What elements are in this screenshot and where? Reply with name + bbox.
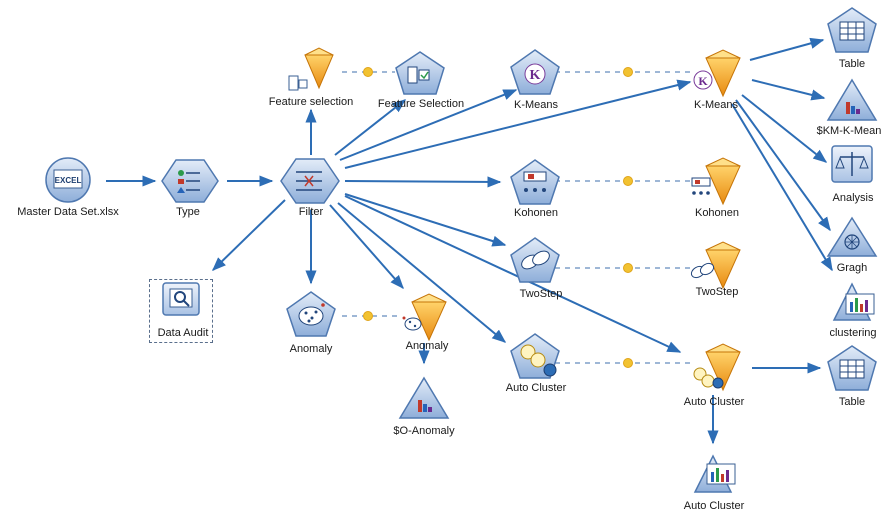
chart-icon[interactable] xyxy=(832,282,875,321)
model-nugget-icon[interactable]: K xyxy=(693,49,741,98)
model-nugget-icon[interactable] xyxy=(691,157,741,206)
type-icon[interactable] xyxy=(161,159,219,203)
kmeans-label: K-Means xyxy=(513,99,559,111)
auto-cluster-model-label: Auto Cluster xyxy=(683,396,745,408)
svg-text:K: K xyxy=(530,68,541,83)
clustering-label: clustering xyxy=(829,327,877,339)
link-dots xyxy=(363,67,633,368)
table-icon[interactable] xyxy=(827,345,877,391)
feature-selection-model-label: Feature selection xyxy=(268,96,354,108)
arrow-filter-to-anomaly-model xyxy=(329,204,404,290)
km-kmean-label: $KM-K-Mean xyxy=(816,125,882,137)
twostep-model-label: TwoStep xyxy=(695,286,739,298)
svg-text:K: K xyxy=(698,74,708,88)
kohonen-icon[interactable] xyxy=(510,159,560,205)
arrow-filter-to-auto-cluster xyxy=(337,202,507,343)
kohonen-label: Kohonen xyxy=(513,207,559,219)
analysis-label: Analysis xyxy=(832,192,874,204)
model-nugget-icon[interactable] xyxy=(689,241,741,290)
model-nugget-icon[interactable] xyxy=(693,343,741,392)
model-nugget-icon[interactable] xyxy=(288,47,334,91)
twostep-icon[interactable] xyxy=(510,237,560,283)
arrow-filter-to-feature-selection xyxy=(334,99,407,156)
auto-cluster-graph-label: Auto Cluster xyxy=(683,500,745,512)
arrow-filter-to-kohonen xyxy=(344,176,502,188)
filter-icon[interactable] xyxy=(280,158,340,204)
data-audit-icon[interactable] xyxy=(162,282,200,316)
feature-selection-icon[interactable] xyxy=(395,51,445,95)
table-bottom-label: Table xyxy=(838,396,866,408)
kmeans-model-label: K-Means xyxy=(693,99,739,111)
connections xyxy=(106,37,833,445)
o-anomaly-label: $O-Anomaly xyxy=(393,425,455,437)
kmeans-icon[interactable]: K xyxy=(510,49,560,95)
filter-label: Filter xyxy=(298,206,324,218)
arrow-kmeans-model-to-clustering xyxy=(731,103,833,272)
auto-cluster-label: Auto Cluster xyxy=(505,382,567,394)
kohonen-model-label: Kohonen xyxy=(694,207,740,219)
graph-icon[interactable] xyxy=(826,216,878,257)
analysis-icon[interactable] xyxy=(831,145,873,183)
excel-source-icon[interactable]: EXCEL xyxy=(45,157,91,203)
arrow-kmeans-model-to-gragh xyxy=(735,99,831,232)
master-data-set-label: Master Data Set.xlsx xyxy=(17,206,119,218)
anomaly-model-label: Anomaly xyxy=(405,340,449,352)
feature-selection-label: Feature Selection xyxy=(377,98,465,110)
arrow-filter-to-kmeans-model xyxy=(344,79,692,169)
arrow-kmeans-model-to-table xyxy=(749,37,825,61)
auto-cluster-icon[interactable] xyxy=(510,333,560,379)
gragh-label: Gragh xyxy=(836,262,868,274)
svg-text:EXCEL: EXCEL xyxy=(55,176,82,185)
arrow-filter-to-twostep xyxy=(344,193,507,247)
arrow-filter-to-data-audit xyxy=(211,199,286,271)
chart-icon[interactable] xyxy=(693,454,736,493)
model-links xyxy=(342,71,690,364)
twostep-label: TwoStep xyxy=(519,288,563,300)
arrow-kmeans-model-to-km xyxy=(751,79,826,101)
data-audit-label: Data Audit xyxy=(157,327,209,339)
table-top-label: Table xyxy=(838,58,866,70)
type-label: Type xyxy=(176,206,200,218)
anomaly-label: Anomaly xyxy=(289,343,333,355)
anomaly-icon[interactable] xyxy=(286,291,336,337)
plot-icon[interactable] xyxy=(826,78,878,121)
arrow-filter-to-auto-cluster-model xyxy=(344,195,682,353)
model-nugget-icon[interactable] xyxy=(402,293,447,342)
arrow-filter-to-kmeans xyxy=(339,89,518,161)
arrow-kmeans-model-to-analysis xyxy=(741,94,828,163)
plot-icon[interactable] xyxy=(398,376,450,419)
data-audit-selection-box[interactable] xyxy=(149,279,213,343)
table-icon[interactable] xyxy=(827,7,877,53)
